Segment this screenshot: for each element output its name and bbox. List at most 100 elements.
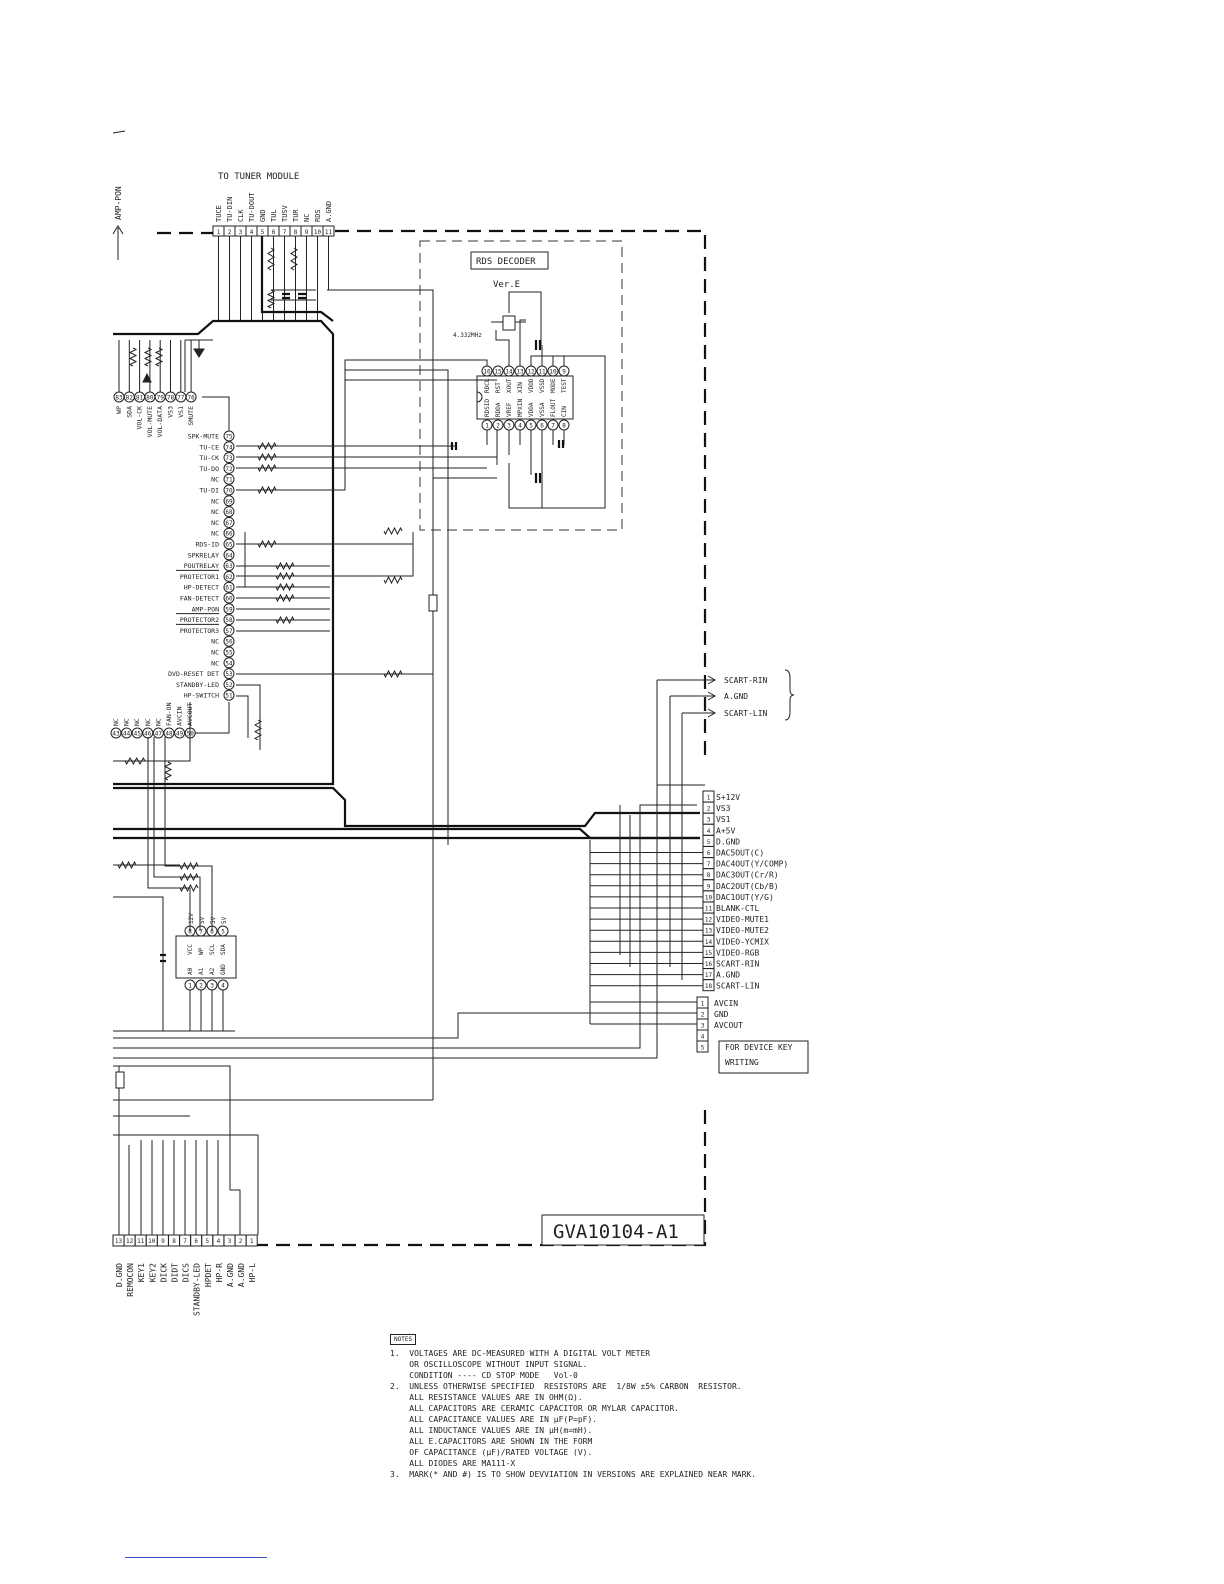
conn18-label-6: DAC5OUT(C) bbox=[716, 849, 764, 858]
pin-number: 61 bbox=[225, 585, 233, 592]
pin-15 bbox=[492, 365, 504, 377]
mcu-right-label-protector1: PROTECTOR1 bbox=[180, 573, 219, 581]
bottom-label-4: HP-R bbox=[215, 1263, 224, 1282]
mcu-right-label-hp-detect: HP-DETECT bbox=[184, 584, 219, 592]
eeprom-voltage: 5V bbox=[199, 916, 206, 924]
pin-number: 51 bbox=[225, 693, 233, 700]
pin-number: 80 bbox=[146, 395, 154, 402]
mcu-top-label-vol-ck: VOL-CK bbox=[136, 406, 144, 430]
resistor bbox=[383, 526, 403, 536]
tuner-pin-number: 2 bbox=[228, 229, 232, 236]
pin-number: 6 bbox=[540, 423, 544, 430]
pin-number: 55 bbox=[225, 650, 233, 657]
conn18-pin-number: 14 bbox=[705, 939, 713, 946]
pin-number: 52 bbox=[225, 682, 233, 689]
bottom-pin-number: 4 bbox=[217, 1238, 221, 1245]
footer-link[interactable] bbox=[125, 1557, 267, 1558]
eeprom-top-label-wp: WP bbox=[198, 947, 205, 955]
pin-48 bbox=[163, 727, 175, 739]
tuner-pin-clk: CLK bbox=[237, 209, 245, 222]
pin-number: 66 bbox=[225, 531, 233, 538]
pin-75 bbox=[223, 430, 235, 442]
pin-number: 73 bbox=[225, 455, 233, 462]
pin-53 bbox=[223, 668, 235, 680]
mcu-right-pins: 75SPK-MUTE74TU-CE73TU-CK72TU-DO71NC70TU-… bbox=[168, 430, 235, 701]
pin-number: 47 bbox=[155, 731, 163, 738]
mcu-right-label-nc: NC bbox=[211, 638, 219, 646]
pin-43 bbox=[110, 727, 122, 739]
tuner-pin-tu-din: TU-DIN bbox=[226, 197, 234, 222]
mcu-right-label-nc: NC bbox=[211, 508, 219, 516]
rds-decoder-title: RDS DECODER bbox=[476, 257, 536, 267]
resistor bbox=[275, 582, 295, 592]
mcu-bottom-label-nc: NC bbox=[123, 718, 131, 726]
note-line: CONDITION ---- CD STOP MODE Vol-0 bbox=[390, 1371, 578, 1380]
tuner-pin-number: 5 bbox=[261, 229, 265, 236]
conn18-label-12: VIDEO-MUTE1 bbox=[716, 915, 769, 924]
conn18-label-1: S+12V bbox=[716, 793, 740, 802]
rds-top-label-xin: XIN bbox=[517, 382, 524, 393]
conn18-pin-number: 4 bbox=[707, 828, 711, 835]
pin-60 bbox=[223, 592, 235, 604]
mcu-right-label-standby-led: STANDBY-LED bbox=[176, 681, 219, 689]
pin-number: 15 bbox=[494, 369, 502, 376]
conn5-pin-number: 2 bbox=[701, 1012, 705, 1019]
pin-number: 5 bbox=[529, 423, 533, 430]
pin-number: 81 bbox=[136, 395, 144, 402]
pin-number: 71 bbox=[225, 477, 233, 484]
resistor bbox=[275, 561, 295, 571]
pin-number: 16 bbox=[483, 369, 491, 376]
pin-number: 63 bbox=[225, 563, 233, 570]
bottom-label-1: HP-L bbox=[248, 1263, 257, 1282]
pin-number: 14 bbox=[505, 369, 513, 376]
pin-number: 4 bbox=[221, 983, 225, 990]
conn18-pin-number: 9 bbox=[707, 883, 711, 890]
mcu-right-label-spk-mute: SPK-MUTE bbox=[188, 433, 219, 441]
mcu-right-label-nc: NC bbox=[211, 519, 219, 527]
notes-tag: NOTES bbox=[390, 1334, 417, 1345]
note-line: ALL DIODES ARE MA111-X bbox=[390, 1459, 516, 1468]
note-line: ALL INDUCTANCE VALUES ARE IN μH(m=mH). bbox=[390, 1426, 593, 1435]
eeprom-bottom-label-a1: A1 bbox=[198, 967, 205, 975]
conn18-label-15: VIDEO-RGB bbox=[716, 948, 760, 957]
notes-section: NOTES 1. VOLTAGES ARE DC-MEASURED WITH A… bbox=[390, 1333, 810, 1480]
conn5-pin-box bbox=[696, 1040, 709, 1053]
pin-7 bbox=[195, 925, 207, 937]
mcu-right-label-tu-ce: TU-CE bbox=[199, 443, 219, 451]
pin-74 bbox=[223, 441, 235, 453]
eeprom-bottom-label-gnd: GND bbox=[220, 964, 227, 975]
bottom-pin-number: 13 bbox=[115, 1238, 123, 1245]
eeprom-top-label-vcc: VCC bbox=[187, 944, 194, 955]
pin-number: 76 bbox=[187, 395, 195, 402]
pin-number: 1 bbox=[485, 423, 489, 430]
rds-bottom-label-flout: FLOUT bbox=[550, 399, 557, 417]
crystal-label: 4.332MHz bbox=[453, 332, 482, 339]
eeprom-top-label-scl: SCL bbox=[209, 944, 216, 955]
eeprom-voltage: 5V bbox=[221, 916, 228, 924]
resistors bbox=[117, 441, 458, 893]
bottom-label-12: REMOCON bbox=[126, 1263, 135, 1297]
rds-top-label-xout: XOUT bbox=[506, 378, 513, 393]
pin-number: 77 bbox=[177, 395, 185, 402]
mcu-right-label-nc: NC bbox=[211, 649, 219, 657]
device-key-line2: WRITING bbox=[725, 1058, 759, 1067]
pin-63 bbox=[223, 560, 235, 572]
pin-number: 57 bbox=[225, 628, 233, 635]
bottom-pin-number: 5 bbox=[205, 1238, 209, 1245]
tuner-pin-number: 8 bbox=[294, 229, 298, 236]
pin-number: 4 bbox=[518, 423, 522, 430]
pin-number: 3 bbox=[210, 983, 214, 990]
mcu-top-label-vs1: VS1 bbox=[177, 406, 185, 418]
pin-number: 48 bbox=[165, 731, 173, 738]
pin-number: 79 bbox=[157, 395, 165, 402]
pin-49 bbox=[174, 727, 186, 739]
bottom-pin-number: 9 bbox=[161, 1238, 165, 1245]
rds-bottom-label-vssa: VSSA bbox=[539, 402, 546, 417]
conn18-pin-number: 8 bbox=[707, 872, 711, 879]
conn18-pin-number: 13 bbox=[705, 928, 713, 935]
bottom-pin-box bbox=[245, 1234, 258, 1247]
bottom-pin-number: 10 bbox=[148, 1238, 156, 1245]
bottom-pin-number: 12 bbox=[126, 1238, 134, 1245]
